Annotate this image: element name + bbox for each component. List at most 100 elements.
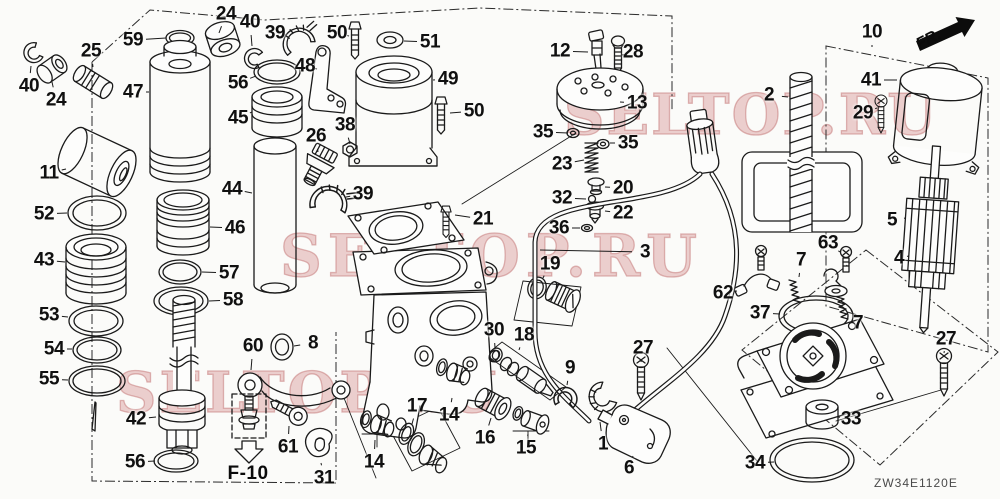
o-ring-56-lower <box>153 449 199 473</box>
reservoir-49 <box>348 55 438 167</box>
callout-53: 53 <box>38 304 60 326</box>
callout-32: 32 <box>551 187 573 209</box>
keeper-31 <box>304 427 333 458</box>
seal-kit-17 <box>398 422 448 474</box>
leader-17 <box>411 418 414 425</box>
valve-assy-19 <box>527 276 581 313</box>
callout-27: 27 <box>632 337 654 359</box>
leader-6 <box>631 455 634 459</box>
leader-18 <box>518 347 521 351</box>
leader-60 <box>250 358 253 371</box>
leader-23 <box>574 159 585 163</box>
piston-rod-42 <box>158 294 206 455</box>
callout-58: 58 <box>222 289 244 311</box>
leader-44 <box>244 191 253 194</box>
plug-15 <box>512 405 550 435</box>
callout-43: 43 <box>33 249 55 271</box>
callout-35: 35 <box>532 121 554 143</box>
leader-8 <box>293 344 301 347</box>
callout-31: 31 <box>313 467 335 489</box>
o-ring-55 <box>68 365 126 397</box>
leader-24 <box>51 81 54 88</box>
callout-45: 45 <box>227 107 249 129</box>
callout-4: 4 <box>893 247 905 269</box>
needle <box>91 401 97 432</box>
callout-61: 61 <box>277 436 299 458</box>
callout-51: 51 <box>419 31 441 53</box>
callout-62: 62 <box>712 282 734 304</box>
bolt-27-right <box>935 347 953 397</box>
leader-50 <box>449 111 462 114</box>
leader-35 <box>555 132 569 134</box>
callout-26: 26 <box>305 125 327 147</box>
leader-14 <box>450 397 453 403</box>
callout-7: 7 <box>852 312 864 334</box>
bracket-48 <box>308 44 347 114</box>
guide-46 <box>156 189 210 256</box>
pump-flange-lower <box>352 247 498 296</box>
leader-63 <box>838 250 841 253</box>
callout-18: 18 <box>513 324 535 346</box>
spindle-2 <box>787 71 815 233</box>
callout-33: 33 <box>840 408 862 430</box>
callout-1: 1 <box>597 433 609 455</box>
callout-29: 29 <box>852 102 874 124</box>
callout-34: 34 <box>744 452 766 474</box>
cable-3 <box>532 171 740 432</box>
diagram-code: ZW34E1120E <box>874 476 958 490</box>
callout-28: 28 <box>622 41 644 63</box>
o-ring-57 <box>158 259 202 285</box>
pump-cover-13 <box>556 67 644 130</box>
leader-1 <box>599 421 602 432</box>
leader-24 <box>218 26 222 34</box>
leader-21 <box>454 214 471 218</box>
leader-46 <box>209 226 223 228</box>
callout-23: 23 <box>551 153 573 175</box>
callout-38: 38 <box>334 114 356 136</box>
callout-27: 27 <box>935 328 957 350</box>
callout-44: 44 <box>221 178 243 200</box>
fref-box <box>231 393 267 439</box>
callout-46: 46 <box>224 217 246 239</box>
circlip-40-right <box>240 44 267 72</box>
leader-32 <box>574 198 587 200</box>
leader-2 <box>781 95 789 98</box>
o-ring-56-top <box>253 59 301 85</box>
leader-39 <box>345 195 351 198</box>
spring-23 <box>584 142 599 173</box>
leader-7 <box>798 272 800 278</box>
callout-6: 6 <box>623 457 635 479</box>
leader-59 <box>145 37 167 40</box>
callout-37: 37 <box>749 302 771 324</box>
leader-50 <box>346 35 350 37</box>
spacer-33 <box>805 399 839 430</box>
armature-5 <box>901 145 960 334</box>
callout-55: 55 <box>38 368 60 390</box>
watermark: SELTOP.RU <box>279 221 703 290</box>
leader-51 <box>403 40 418 42</box>
callout-39: 39 <box>352 183 374 205</box>
plug-16 <box>474 387 512 421</box>
callout-16: 16 <box>474 427 496 449</box>
callout-21: 21 <box>472 208 494 230</box>
callout-42: 42 <box>125 408 147 430</box>
callout-17: 17 <box>406 395 428 417</box>
callout-14: 14 <box>438 404 460 426</box>
pin-25 <box>72 64 114 100</box>
ring-36 <box>580 223 594 233</box>
line-art <box>21 20 983 483</box>
callout-49: 49 <box>437 68 459 90</box>
cup-43 <box>65 233 127 305</box>
callout-5: 5 <box>886 209 898 231</box>
bolt-mount <box>754 244 768 271</box>
callout-22: 22 <box>612 202 634 224</box>
o-ring-54 <box>72 336 122 364</box>
leader-39 <box>285 35 289 38</box>
callout-12: 12 <box>549 40 571 62</box>
callout-8: 8 <box>307 332 319 354</box>
bolt-50-right <box>434 96 448 135</box>
cable-connector <box>686 108 720 175</box>
bolt-27-left <box>632 351 650 401</box>
cylinder-47 <box>149 39 211 183</box>
